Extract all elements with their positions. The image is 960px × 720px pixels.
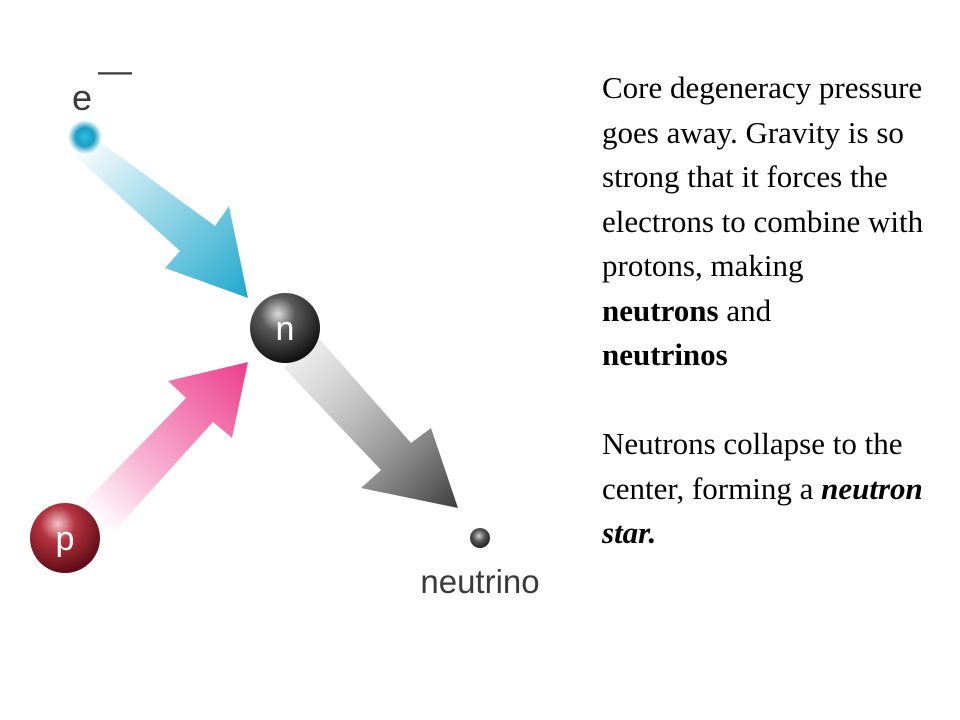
- proton-label: p: [56, 520, 75, 558]
- paragraph-collapse: Core degeneracy pressure goes away. Grav…: [602, 66, 952, 378]
- proton-particle: [30, 503, 100, 573]
- connector-text: and: [726, 292, 772, 328]
- neutrinos-term: neutrinos: [602, 337, 728, 372]
- neutrons-term: neutrons: [602, 292, 719, 328]
- explanation-text: Core degeneracy pressure goes away. Grav…: [602, 66, 952, 556]
- neutrino-particle: [470, 528, 490, 548]
- paragraph1-text: Core degeneracy pressure goes away. Grav…: [602, 70, 924, 283]
- neutron-star-term: neutron star.: [602, 470, 923, 551]
- electron-label: e—: [72, 52, 132, 118]
- proton-arrow: [82, 362, 248, 538]
- neutrino-label: neutrino: [420, 563, 539, 600]
- paragraph-neutron-star: Neutrons collapse to the center, forming…: [602, 422, 952, 556]
- electron-superscript: —: [98, 52, 132, 90]
- paragraph2-text: Neutrons collapse to the center, forming…: [602, 426, 903, 506]
- reaction-diagram: e— n p neutrino: [30, 52, 540, 600]
- neutrino-arrow: [284, 335, 458, 508]
- electron-arrow: [73, 133, 248, 298]
- neutron-particle: [250, 293, 320, 363]
- neutron-label: n: [276, 310, 295, 348]
- electron-particle: [68, 120, 102, 154]
